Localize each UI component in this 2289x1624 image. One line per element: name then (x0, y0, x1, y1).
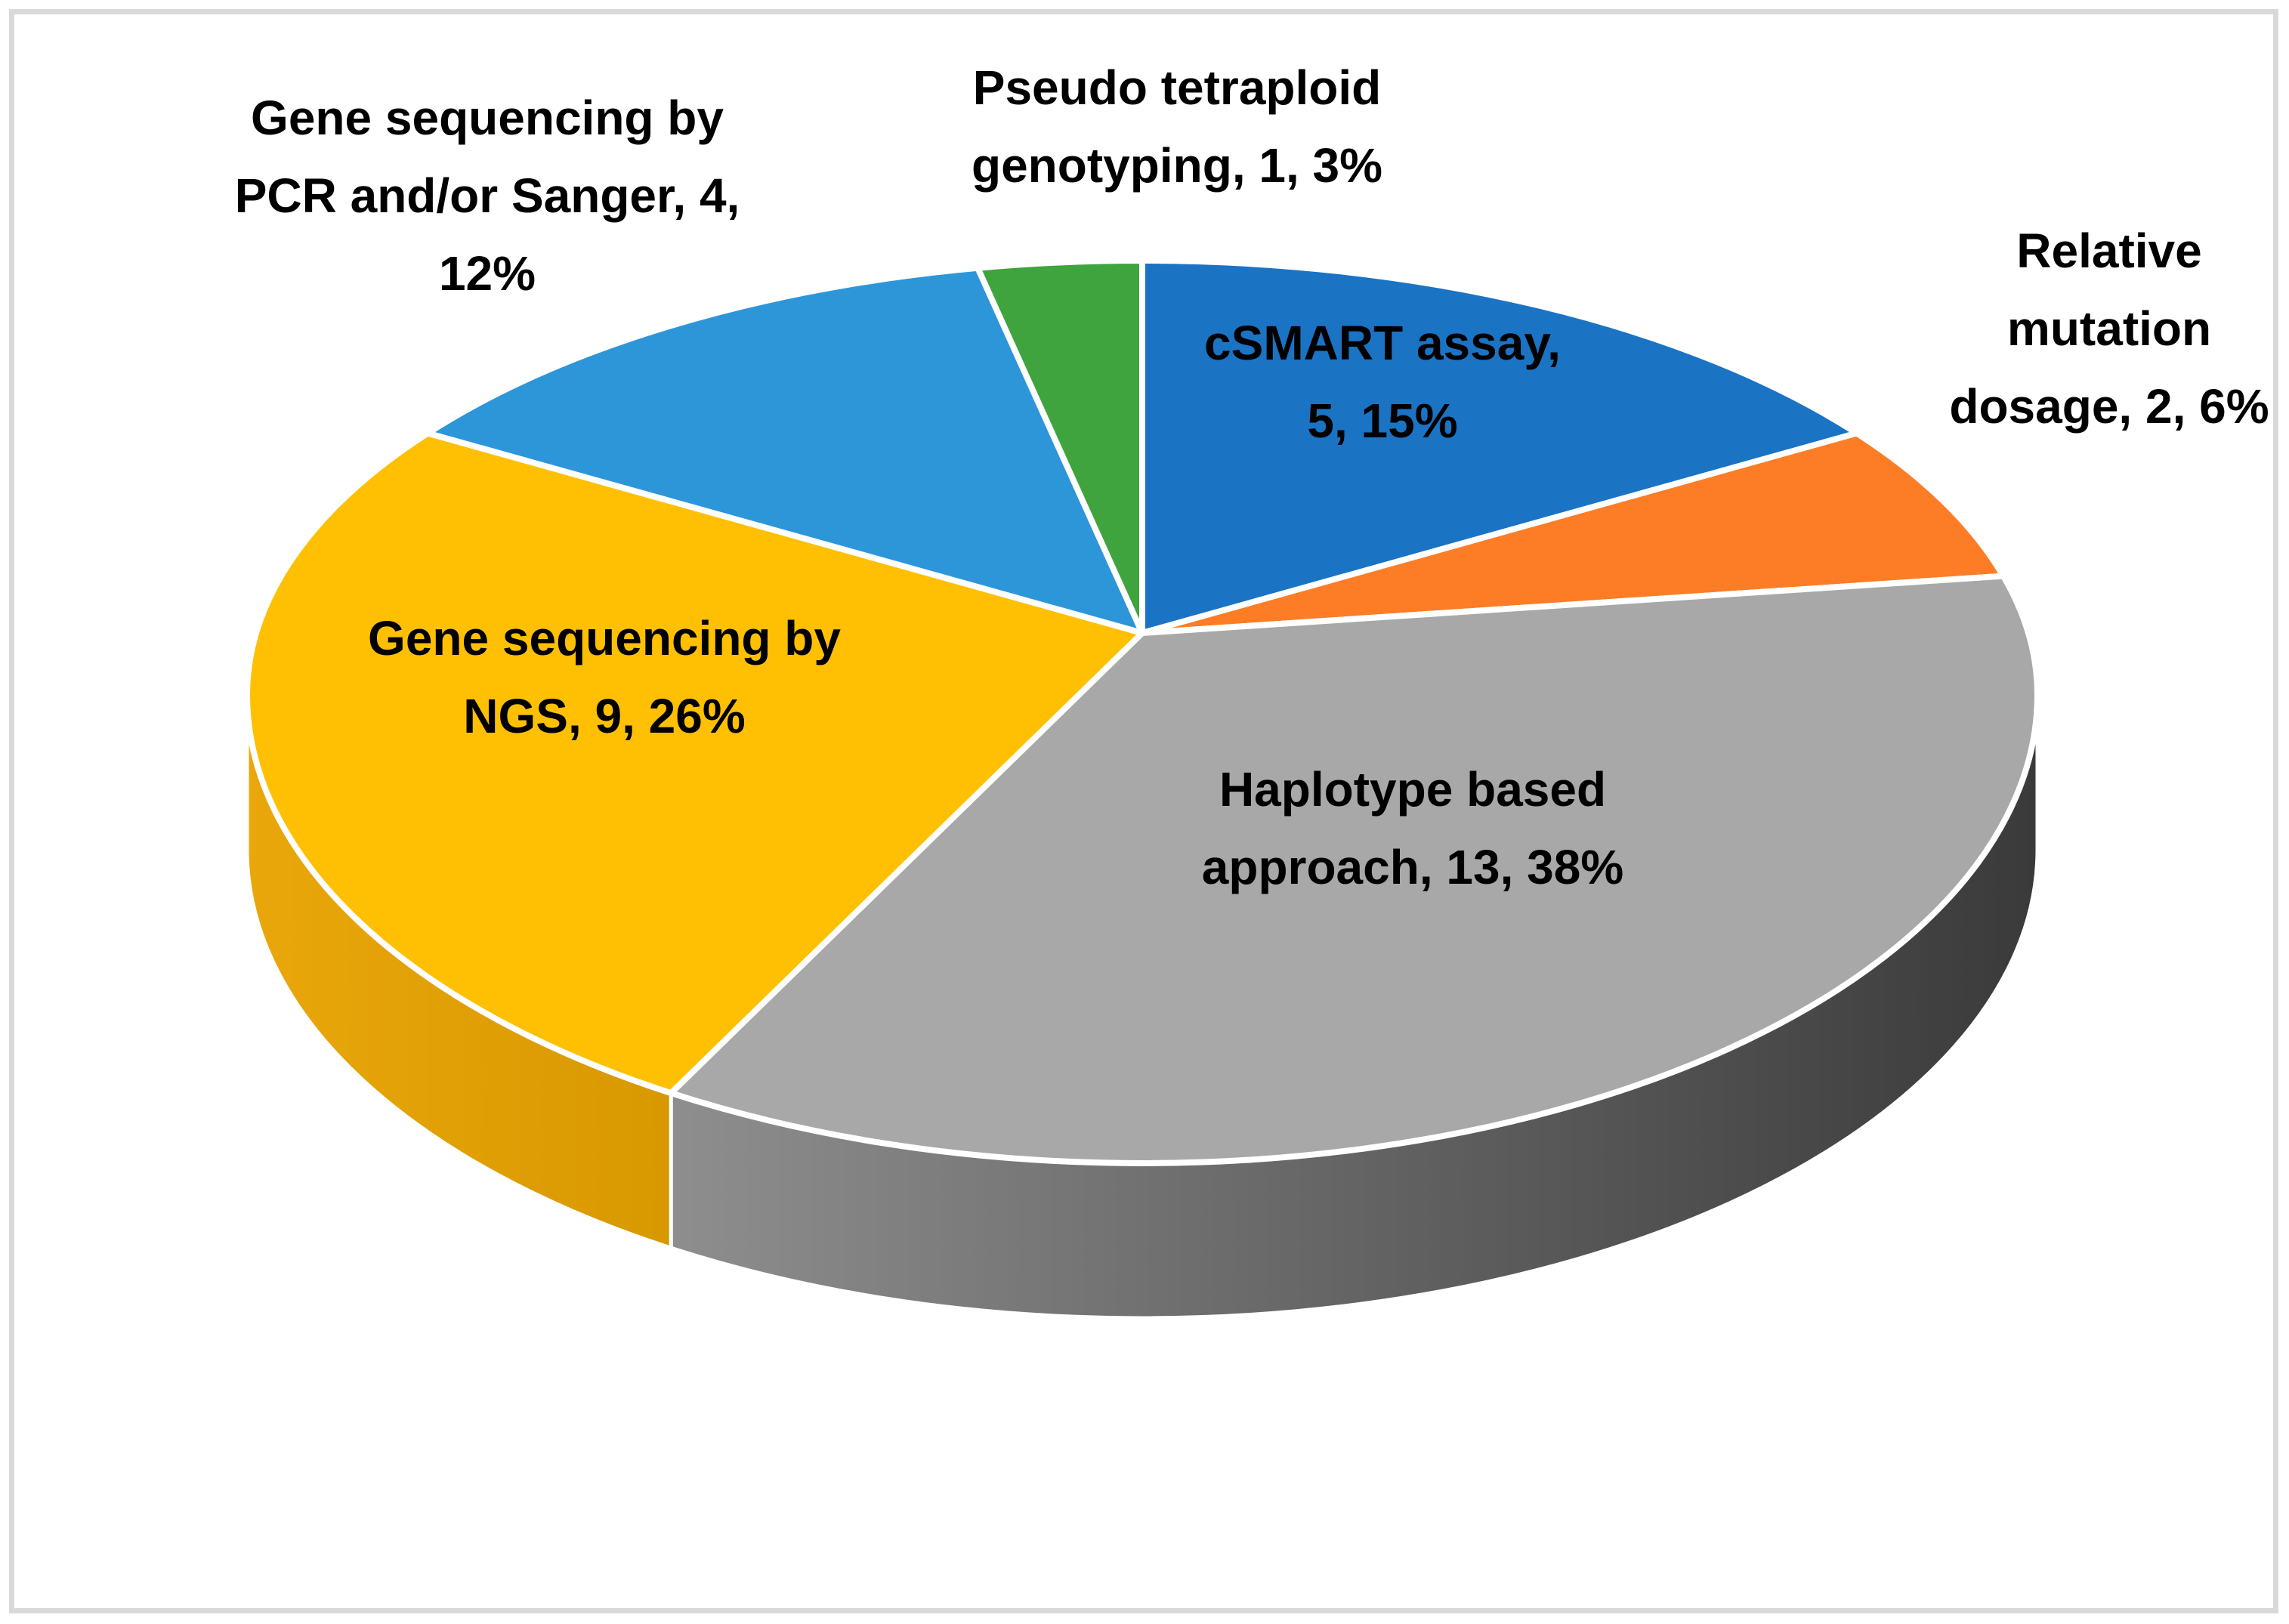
pie-slice-csmart-assay (1139, 258, 1860, 636)
pie-slice-gene-sequencing-by-pcr-sanger (425, 264, 1145, 636)
slice-label-relative-mutation: Relative mutation dosage, 2, 6% (1949, 224, 2269, 434)
slice-label-haplotype: Haplotype based approach, 13, 38% (1201, 762, 1624, 894)
pie-top-faces (244, 258, 2041, 1166)
slice-label-pcr-sanger: Gene sequencing by PCR and/or Sanger, 4,… (234, 91, 740, 301)
pie-slice-gene-sequencing-by-ngs (244, 430, 1145, 1097)
pie-slice-haplotype-based-approach (668, 573, 2041, 1166)
slice-label-csmart: cSMART assay, 5, 15% (1204, 316, 1561, 448)
pie-slice-relative-mutation-dosage (1139, 430, 2006, 636)
pie-slice-pseudo-tetraploid-genotyping (975, 258, 1145, 636)
slice-label-ngs: Gene sequencing by NGS, 9, 26% (368, 611, 841, 743)
slice-label-pseudo-tetraploid: Pseudo tetraploid genotyping, 1, 3% (971, 60, 1383, 193)
